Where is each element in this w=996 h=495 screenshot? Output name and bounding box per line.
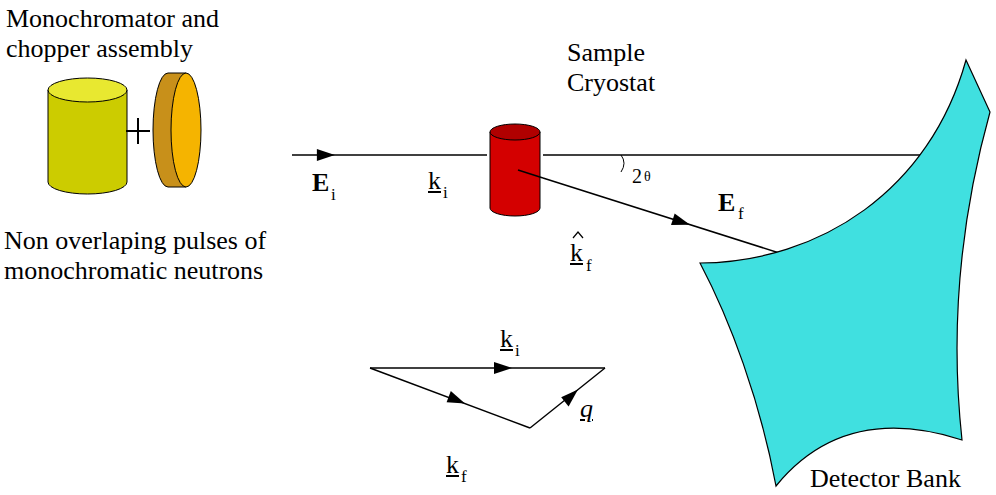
energy-symbol: E: [312, 170, 329, 196]
angle-label: 2: [632, 166, 642, 186]
part-title: Monochromator and chopper assembly: [6, 4, 256, 64]
subscript: f: [586, 257, 592, 274]
part-title: Sample Cryostat: [567, 38, 697, 98]
beam-connector: [292, 149, 487, 161]
subscript: f: [738, 205, 744, 222]
plus-sign: [126, 118, 150, 144]
part-note: Non overlaping pulses of monochromatic n…: [4, 226, 290, 286]
arrow-head: [671, 213, 690, 224]
detector-bank-shape: [700, 60, 990, 486]
cryostat-cylinder: [490, 124, 540, 216]
wavevector-symbol: k: [570, 240, 583, 266]
wavevector-symbol: k: [428, 168, 441, 194]
angle-symbol: θ: [644, 170, 651, 184]
chopper-disk: [153, 73, 201, 187]
monochromator-cylinder: [48, 78, 127, 194]
apparatus-group: Monochromator and chopper assemblyNon ov…: [0, 0, 292, 285]
wavevector-triangle: [370, 362, 605, 428]
part-title: Detector Bank: [810, 466, 985, 492]
arrow-head: [317, 149, 335, 161]
vector-symbol: q: [580, 396, 593, 422]
subscript: f: [461, 468, 467, 485]
sample-cryostat: Sample Cryostat: [487, 128, 543, 214]
transmitted-beam: [543, 154, 930, 156]
angle-arc: [621, 155, 624, 172]
detector-bank: Detector Bank: [788, 50, 993, 494]
subscript: i: [515, 342, 520, 359]
subscript: i: [331, 186, 336, 203]
scattered-beam-origin: [518, 170, 543, 178]
wavevector-symbol: k: [500, 326, 513, 352]
energy-symbol: E: [718, 190, 735, 216]
wavevector-symbol: k: [446, 452, 459, 478]
hat-symbol: [573, 232, 583, 238]
subscript: i: [443, 184, 448, 201]
